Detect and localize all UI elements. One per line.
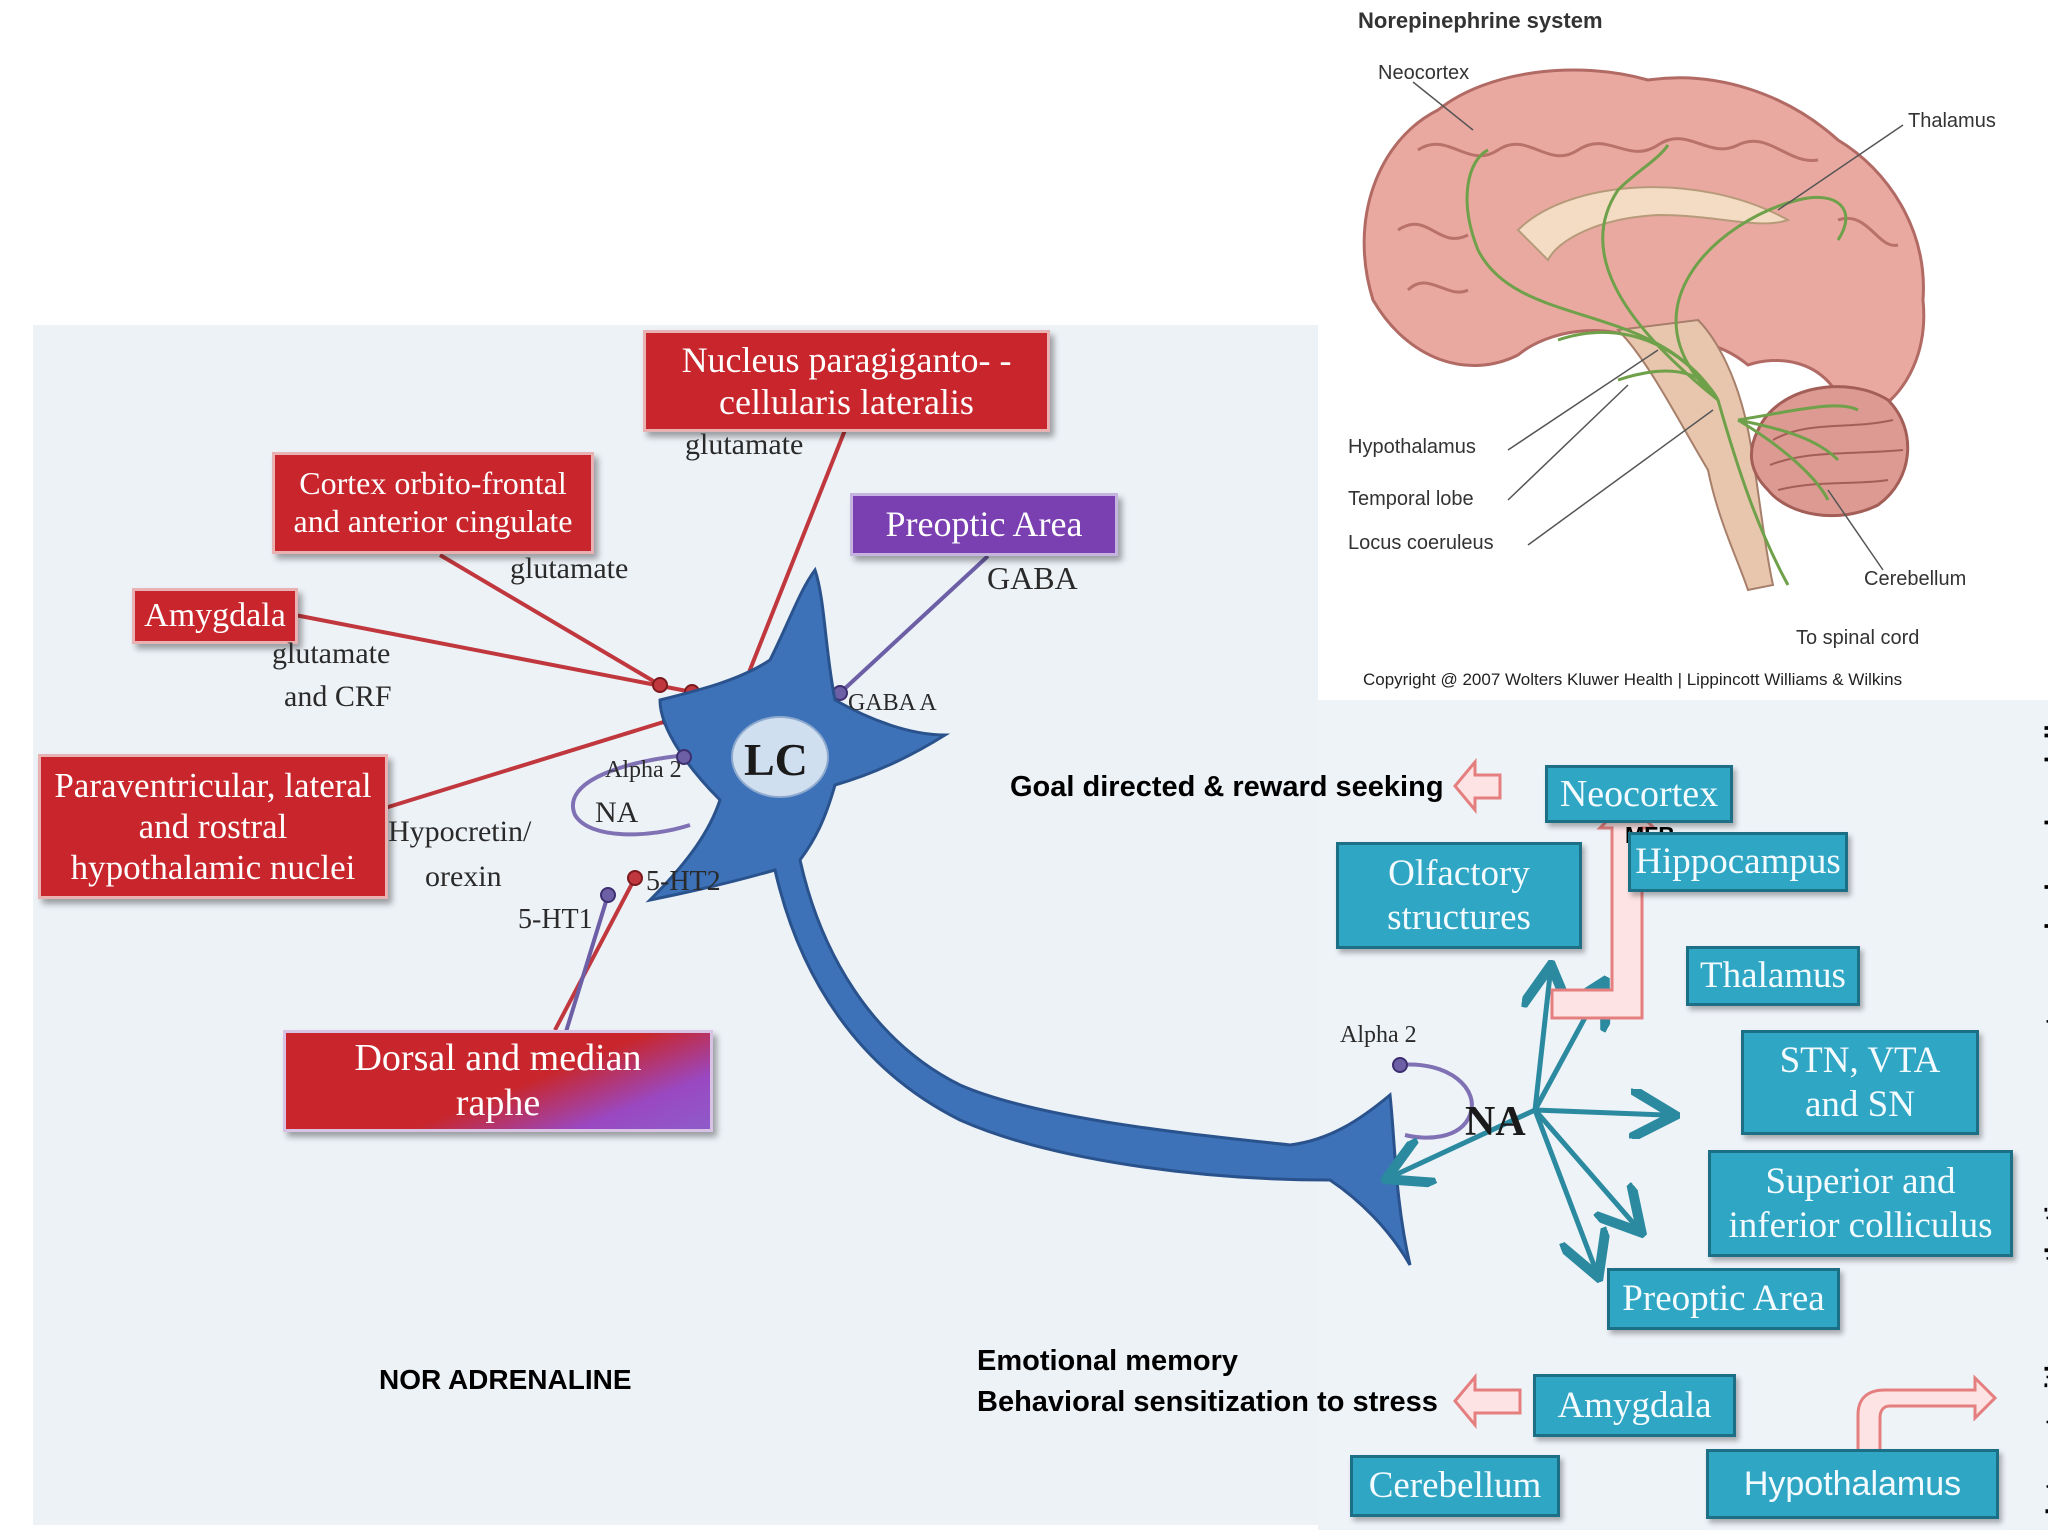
target-box-thalamus: Thalamus xyxy=(1686,946,1860,1006)
copyright-text: Copyright @ 2007 Wolters Kluwer Health |… xyxy=(1363,670,1903,689)
annotation-emotional-memory: Emotional memory xyxy=(977,1345,1239,1377)
target-box-stn: STN, VTA and SN xyxy=(1741,1030,1979,1135)
target-box-preoptic: Preoptic Area xyxy=(1607,1268,1840,1330)
input-label-cortex: Cortex orbito-frontal and anterior cingu… xyxy=(293,465,573,539)
input-label-preoptic: Preoptic Area xyxy=(885,504,1083,545)
target-label-stn: STN, VTA and SN xyxy=(1779,1039,1941,1125)
brain-label-locus-coeruleus: Locus coeruleus xyxy=(1348,532,1494,554)
cerebrum-shape xyxy=(1362,68,1926,412)
brain-label-hypothalamus: Hypothalamus xyxy=(1348,436,1476,458)
terminal-alpha2-synapse xyxy=(1392,1057,1408,1073)
annotation-goal: Goal directed & reward seeking xyxy=(1010,771,1444,803)
input-box-cortex: Cortex orbito-frontal and anterior cingu… xyxy=(272,452,594,554)
target-box-cerebellum: Cerebellum xyxy=(1350,1455,1560,1517)
input-box-preoptic: Preoptic Area xyxy=(850,493,1118,556)
target-label-neocortex: Neocortex xyxy=(1559,772,1719,815)
terminal-alpha2-loop xyxy=(1397,1062,1474,1140)
raphe-connection xyxy=(553,877,637,1031)
label-leaders xyxy=(1412,81,1904,571)
brainstem-shape xyxy=(1615,318,1775,592)
annotation-behavioral-sensitization: Behavioral sensitization to stress xyxy=(977,1386,1438,1418)
target-label-cerebellum: Cerebellum xyxy=(1368,1465,1542,1507)
target-box-neocortex: Neocortex xyxy=(1545,765,1733,823)
label-crf: and CRF xyxy=(284,680,392,713)
brain-label-temporal-lobe: Temporal lobe xyxy=(1348,488,1474,510)
lc-nucleus xyxy=(731,716,829,798)
lc-neuron-body xyxy=(645,566,1412,1266)
emotion-arrow xyxy=(1453,1372,1522,1430)
label-gaba-a: GABA A xyxy=(848,690,937,716)
input-label-raphe: Dorsal and median raphe xyxy=(354,1037,642,1124)
brain-figure: Norepinephrine system Neocortex Thalamus… xyxy=(1318,0,2048,700)
label-hypocretin: Hypocretin/ xyxy=(388,815,532,848)
lc-label: LC xyxy=(744,734,808,785)
annotation-nor-adrenaline: NOR ADRENALINE xyxy=(379,1364,632,1395)
input-box-pvn: Paraventricular, lateral and rostral hyp… xyxy=(38,754,388,899)
target-box-amygdala: Amygdala xyxy=(1533,1374,1736,1437)
brain-label-thalamus: Thalamus xyxy=(1908,110,1996,132)
goal-arrow xyxy=(1453,757,1502,815)
label-alpha2-lc: Alpha 2 xyxy=(605,757,682,783)
target-label-hippocampus: Hippocampus xyxy=(1635,841,1841,883)
preoptic-connection xyxy=(838,554,990,695)
annotation-interact: Interact with sympathetic nervous system… xyxy=(2040,709,2048,1515)
input-box-raphe: Dorsal and median raphe xyxy=(283,1030,713,1132)
label-glutamate-npl: glutamate xyxy=(685,428,804,461)
brain-title: Norepinephrine system xyxy=(1358,8,1603,33)
cortex-connection xyxy=(438,553,662,687)
target-label-colliculus: Superior and inferior colliculus xyxy=(1728,1160,1993,1246)
label-glutamate-amygdala: glutamate xyxy=(272,637,391,670)
target-label-preoptic: Preoptic Area xyxy=(1622,1278,1825,1320)
terminal-alpha2-label: Alpha 2 xyxy=(1340,1022,1417,1048)
brain-label-neocortex: Neocortex xyxy=(1378,62,1470,84)
pvn-connection xyxy=(384,718,671,810)
input-connections xyxy=(294,429,847,1031)
brain-label-spinal-cord: To spinal cord xyxy=(1796,627,1920,649)
target-label-thalamus: Thalamus xyxy=(1700,955,1846,997)
brain-label-cerebellum: Cerebellum xyxy=(1864,568,1967,590)
interact-arrow xyxy=(1856,1374,1998,1465)
label-orexin: orexin xyxy=(425,860,502,893)
npl-connection xyxy=(738,429,847,696)
label-na-lc: NA xyxy=(595,796,639,829)
target-box-colliculus: Superior and inferior colliculus xyxy=(1708,1150,2013,1257)
label-5ht2: 5-HT2 xyxy=(646,866,721,897)
ht1-synapse xyxy=(600,887,616,903)
amygdala-connection xyxy=(294,613,693,694)
target-box-hippocampus: Hippocampus xyxy=(1628,832,1848,892)
ht1-connection xyxy=(563,894,610,1036)
label-gaba: GABA xyxy=(987,560,1078,596)
input-label-npl: Nucleus paragiganto- -cellularis lateral… xyxy=(681,339,1012,422)
input-label-amygdala: Amygdala xyxy=(144,596,286,634)
noradrenergic-pathways xyxy=(1465,144,1859,586)
target-box-hypothalamus: Hypothalamus xyxy=(1706,1449,1999,1519)
brain-illustration xyxy=(1362,68,1926,592)
input-box-amygdala: Amygdala xyxy=(132,588,298,644)
corpus-callosum-shape xyxy=(1516,186,1791,262)
input-box-npl: Nucleus paragiganto- -cellularis lateral… xyxy=(643,330,1050,432)
lc-alpha2-synapse xyxy=(676,749,692,765)
terminal-na-label: NA xyxy=(1465,1099,1526,1145)
target-box-olfactory: Olfactory structures xyxy=(1336,842,1582,949)
target-label-amygdala: Amygdala xyxy=(1557,1384,1712,1426)
label-glutamate-cortex: glutamate xyxy=(510,552,629,585)
target-label-hypothalamus: Hypothalamus xyxy=(1743,1464,1962,1503)
gyri-line xyxy=(1417,137,1819,162)
label-5ht1: 5-HT1 xyxy=(518,904,593,935)
target-label-olfactory: Olfactory structures xyxy=(1387,852,1531,938)
lc-alpha2-loop xyxy=(571,753,691,837)
input-label-pvn: Paraventricular, lateral and rostral hyp… xyxy=(54,765,372,888)
